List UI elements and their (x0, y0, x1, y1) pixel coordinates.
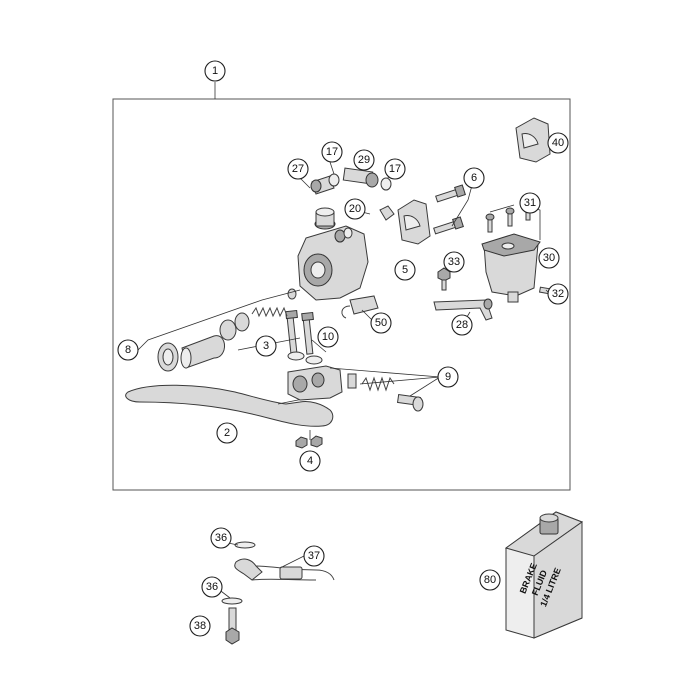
callout-36a: 36 (210, 527, 232, 549)
svg-text:3: 3 (263, 340, 269, 352)
nut-part (310, 435, 323, 448)
svg-text:10: 10 (322, 331, 334, 343)
svg-text:36: 36 (206, 581, 218, 593)
assembly-frame (112, 98, 571, 491)
svg-text:9: 9 (445, 371, 451, 383)
bleed-nipple-part (379, 205, 395, 221)
callout-10: 10 (317, 326, 339, 348)
svg-text:6: 6 (471, 172, 477, 184)
sealing-ring-part (234, 541, 256, 549)
banjo-bolt-hose-part (234, 558, 263, 581)
callout-40: 40 (547, 132, 569, 154)
svg-text:8: 8 (125, 344, 131, 356)
brake-switch-part (349, 295, 379, 315)
washer-part (328, 173, 340, 187)
sealing-ring-part (221, 597, 243, 605)
callout-4: 4 (299, 450, 321, 472)
callout-37: 37 (303, 545, 325, 567)
svg-text:5: 5 (402, 264, 408, 276)
bolt-part (302, 317, 314, 355)
svg-text:37: 37 (308, 550, 320, 562)
svg-text:2: 2 (224, 427, 230, 439)
callout-28: 28 (451, 314, 473, 336)
adjuster-spring-part (361, 376, 395, 392)
callout-27: 27 (287, 158, 309, 180)
svg-text:20: 20 (349, 203, 361, 215)
callout-32: 32 (547, 283, 569, 305)
svg-text:28: 28 (456, 319, 468, 331)
callout-20: 20 (344, 198, 366, 220)
callout-9: 9 (437, 366, 459, 388)
svg-text:33: 33 (448, 256, 460, 268)
svg-text:36: 36 (215, 532, 227, 544)
callout-36b: 36 (201, 576, 223, 598)
svg-text:4: 4 (307, 455, 313, 467)
callout-6: 6 (463, 167, 485, 189)
callout-50: 50 (370, 312, 392, 334)
callout-31: 31 (519, 192, 541, 214)
svg-text:17: 17 (389, 163, 401, 175)
callout-8: 8 (117, 339, 139, 361)
svg-text:30: 30 (543, 252, 555, 264)
callout-33: 33 (443, 251, 465, 273)
callout-80: 80 (479, 569, 501, 591)
svg-text:32: 32 (552, 288, 564, 300)
callout-5: 5 (394, 259, 416, 281)
callout-17a: 17 (321, 141, 343, 163)
svg-text:27: 27 (292, 163, 304, 175)
washer-part (380, 177, 392, 191)
svg-text:1: 1 (212, 65, 218, 77)
hand-lever-part (125, 384, 334, 427)
callout-17b: 17 (384, 158, 406, 180)
callout-38: 38 (189, 615, 211, 637)
callout-30: 30 (538, 247, 560, 269)
callout-3: 3 (255, 335, 277, 357)
svg-text:29: 29 (358, 154, 370, 166)
bolt-part (286, 315, 298, 355)
svg-text:38: 38 (194, 620, 206, 632)
piston-part (181, 335, 225, 369)
svg-text:40: 40 (552, 137, 564, 149)
svg-text:80: 80 (484, 574, 496, 586)
piston-spring-part (251, 306, 288, 318)
callout-1: 1 (204, 60, 226, 82)
callout-2: 2 (216, 422, 238, 444)
svg-text:50: 50 (375, 317, 387, 329)
nut-part (295, 436, 308, 449)
svg-text:17: 17 (326, 146, 338, 158)
svg-text:31: 31 (524, 197, 536, 209)
callout-29: 29 (353, 149, 375, 171)
brake-hose-part (255, 565, 335, 581)
